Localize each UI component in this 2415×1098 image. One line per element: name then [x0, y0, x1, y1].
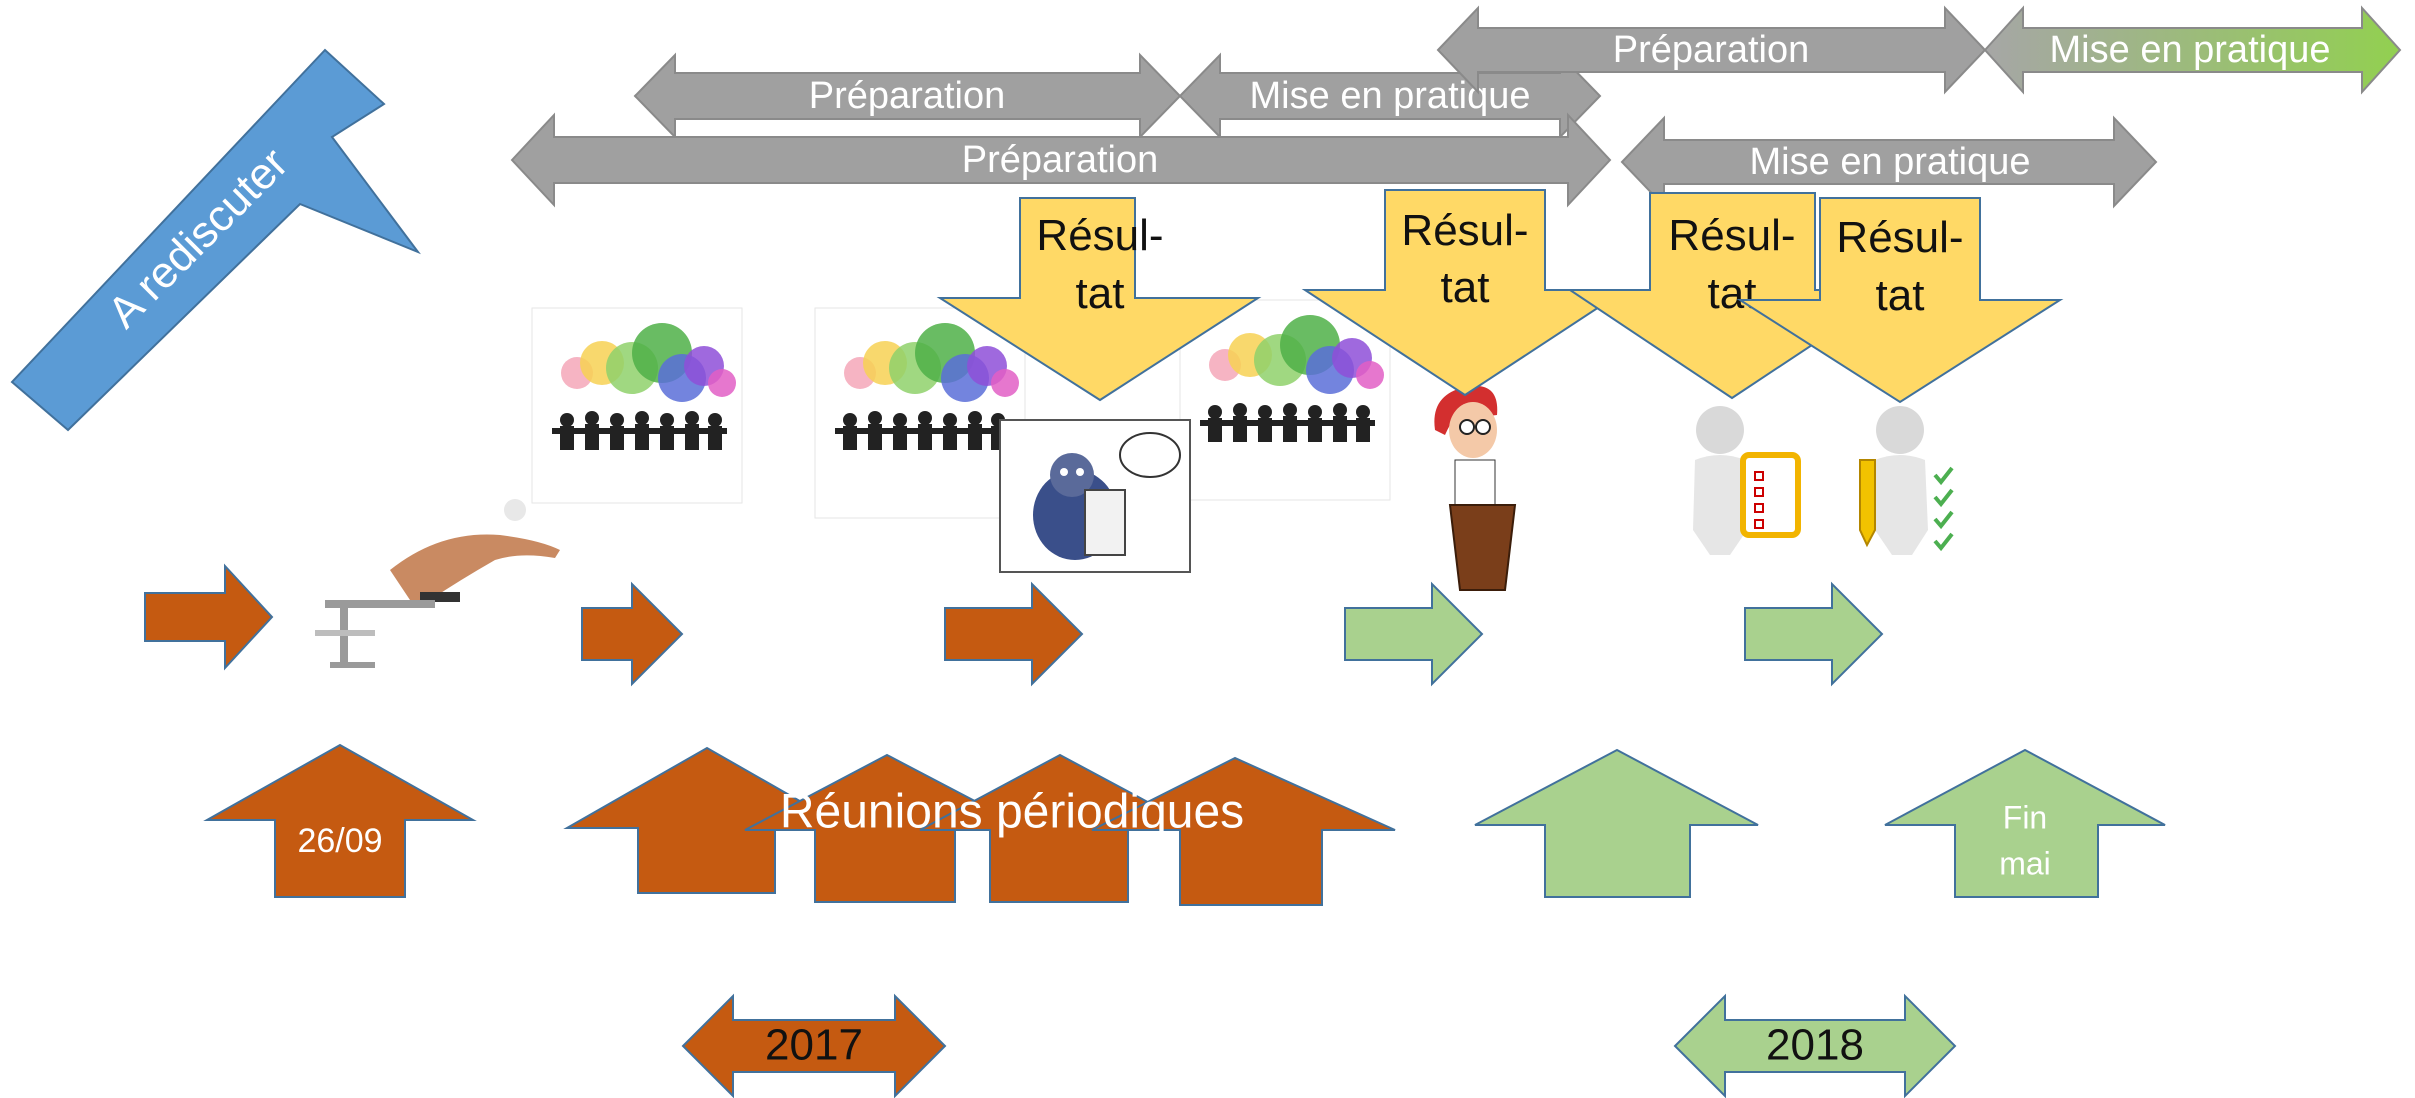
- meeting-image-1: [531, 307, 743, 504]
- end-label-line2: mai: [1999, 845, 2051, 881]
- result-label-line1: Résul-: [1668, 211, 1795, 260]
- meetings-label: Réunions périodiques: [780, 786, 1244, 839]
- bar-mise-en-pratique-row1: Mise en pratique: [1178, 52, 1602, 140]
- result-arrow-2: Résul- tat: [1301, 189, 1629, 397]
- bar-label: Mise en pratique: [1250, 75, 1531, 117]
- meeting-speech-bubbles-icon: [1200, 315, 1384, 442]
- meeting-up-arrow: [563, 746, 851, 894]
- meeting-up-arrow: [919, 753, 1201, 903]
- year-2017: 2017: [681, 993, 947, 1098]
- swimmer-start-block-icon: [315, 499, 560, 668]
- step-arrows: [144, 563, 1884, 687]
- result-label-line2: tat: [1441, 263, 1490, 312]
- green-up-arrow: [1474, 748, 1759, 898]
- meeting-up-arrow: [1091, 756, 1396, 906]
- result-label-line2: tat: [1708, 269, 1757, 318]
- cat-cartoon-image: [999, 419, 1191, 573]
- cartoon-cat-reading-icon: [1033, 432, 1181, 560]
- banner-label: A rediscuter: [98, 138, 297, 337]
- result-label-line1: Résul-: [1401, 206, 1528, 255]
- timeline-bars: Préparation Mise en pratique Préparation…: [510, 5, 2402, 209]
- speaker-image: [1434, 385, 1517, 591]
- year-2018: 2018: [1673, 993, 1957, 1098]
- figure-checklist-icon: [1693, 406, 1801, 555]
- step-arrow-orange: [581, 581, 684, 687]
- meeting-speech-bubbles-icon: [552, 323, 736, 450]
- figure-pencil-image: [1859, 406, 1954, 555]
- bar-label: Préparation: [809, 75, 1005, 117]
- result-label-line2: tat: [1876, 271, 1925, 320]
- figure-checklist-image: [1693, 406, 1801, 555]
- meeting-up-arrow: [744, 753, 1031, 903]
- bar-mise-en-pratique-row2: Mise en pratique: [1620, 115, 2158, 209]
- a-rediscuter-banner: A rediscuter: [10, 48, 421, 432]
- bar-label: Préparation: [1613, 29, 1809, 71]
- year-2017-label: 2017: [765, 1021, 863, 1070]
- bar-label: Préparation: [962, 139, 1158, 181]
- meeting-speech-bubbles-icon: [835, 323, 1019, 450]
- bar-preparation-top: Préparation: [1436, 5, 1987, 95]
- milestone-start: 26/09: [203, 743, 477, 898]
- step-arrow-orange: [144, 563, 274, 671]
- milestone-arrows: 26/09 Réunions périodiques Fin mai: [203, 743, 2166, 906]
- bar-label: Mise en pratique: [2050, 29, 2331, 71]
- start-date-label: 26/09: [297, 822, 382, 860]
- bar-mise-en-pratique-top: Mise en pratique: [1983, 5, 2402, 95]
- year-2018-label: 2018: [1766, 1021, 1864, 1070]
- banner-shape: [10, 48, 421, 432]
- bar-preparation-row1-left: Préparation: [633, 52, 1182, 140]
- meeting-image-2: [814, 307, 1026, 519]
- result-arrow-1: Résul- tat: [936, 197, 1262, 402]
- step-arrow-orange: [944, 581, 1084, 687]
- bar-preparation-row2: Préparation: [510, 112, 1612, 208]
- step-arrow-green: [1344, 581, 1484, 687]
- cartoon-speaker-podium-icon: [1434, 385, 1517, 591]
- result-arrow-4: Résul- tat: [1736, 197, 2064, 404]
- end-label-line1: Fin: [2003, 799, 2047, 835]
- milestone-end: Fin mai: [1884, 748, 2166, 898]
- bar-label: Mise en pratique: [1750, 141, 2031, 183]
- result-arrow-3: Résul- tat: [1566, 192, 1899, 400]
- result-label-line2: tat: [1076, 269, 1125, 318]
- result-label-line1: Résul-: [1036, 211, 1163, 260]
- step-arrow-green: [1744, 581, 1884, 687]
- meeting-image-3: [1179, 299, 1391, 501]
- figure-pencil-checks-icon: [1859, 406, 1954, 555]
- result-label-line1: Résul-: [1836, 213, 1963, 262]
- swimmer-image: [315, 499, 560, 668]
